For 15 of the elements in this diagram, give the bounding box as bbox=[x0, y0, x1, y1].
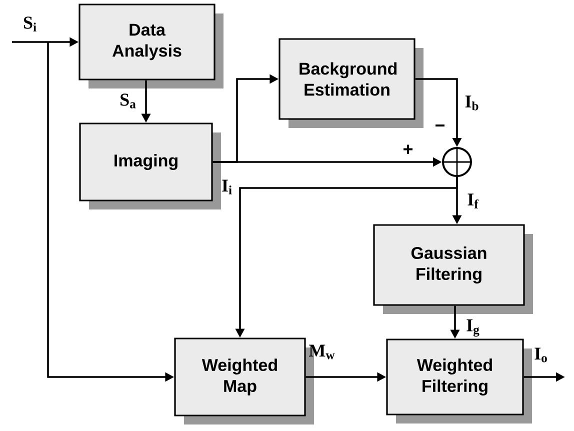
signal-label: S$_{a}$ bbox=[120, 94, 136, 108]
signal-label: I$_{b}$ bbox=[465, 96, 478, 110]
process-box: Weighted Filtering bbox=[386, 338, 532, 424]
summing-junction bbox=[441, 146, 473, 178]
process-box: Background Estimation bbox=[278, 38, 424, 128]
sign-label: + bbox=[404, 144, 413, 154]
process-box: Imaging bbox=[79, 122, 221, 210]
signal-label: S$_{i}$ bbox=[24, 16, 36, 32]
sign-label: − bbox=[436, 124, 445, 126]
process-box: Data Analysis bbox=[78, 4, 224, 88]
process-box: Gaussian Filtering bbox=[373, 224, 533, 314]
signal-label: I$_{o}$ bbox=[534, 348, 547, 362]
signal-label: I$_{f}$ bbox=[468, 194, 478, 208]
signal-label: I$_{g}$ bbox=[466, 319, 480, 337]
signal-label: I$_{i}$ bbox=[222, 180, 232, 194]
